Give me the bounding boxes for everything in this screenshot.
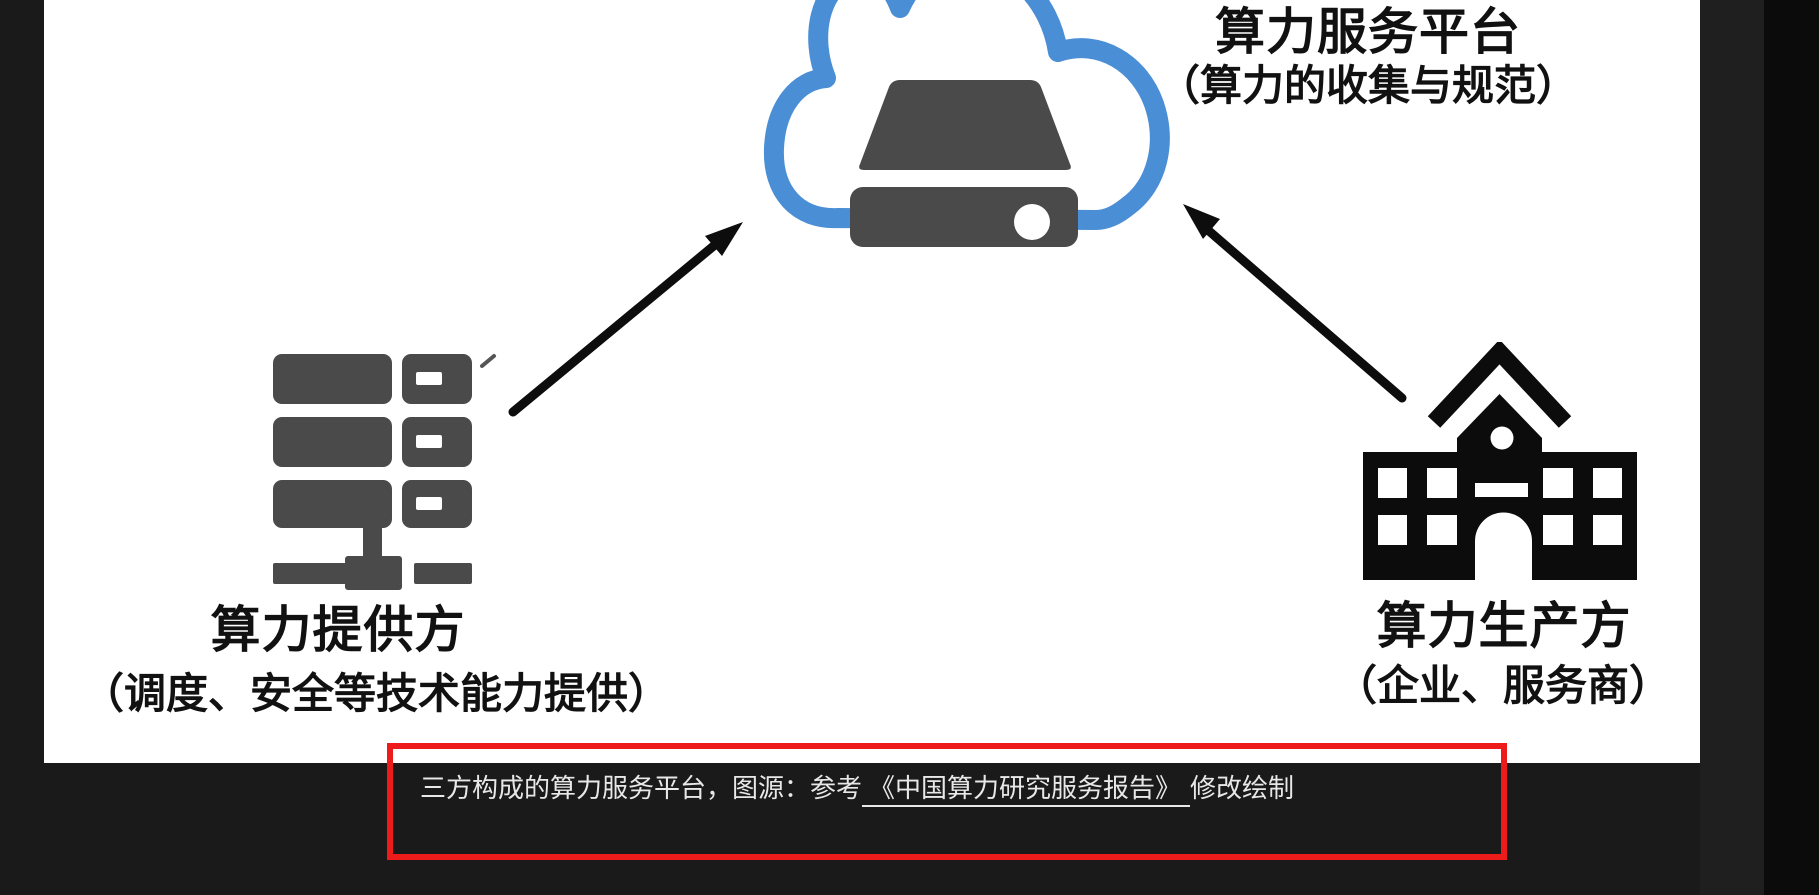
diagram-canvas: 算力服务平台 （算力的收集与规范） 算力提供方 （调度、安全等技术能力提供） 算… xyxy=(44,0,1700,763)
up-right-arrow xyxy=(508,222,743,417)
platform-title: 算力服务平台 xyxy=(1215,4,1521,60)
cloud-server-icon xyxy=(763,0,1170,247)
school-building-icon xyxy=(1363,342,1637,580)
backdrop-right-strip xyxy=(1700,0,1764,895)
stray-tick-mark xyxy=(480,354,496,368)
arrows-layer xyxy=(480,204,1407,417)
producer-subtitle: （企业、服务商） xyxy=(1334,662,1672,709)
server-rack-icon xyxy=(273,354,472,590)
up-left-arrow xyxy=(1183,204,1407,403)
backdrop-right-column xyxy=(1764,0,1819,895)
provider-title: 算力提供方 xyxy=(210,602,466,658)
platform-subtitle: （算力的收集与规范） xyxy=(1157,62,1579,109)
provider-subtitle: （调度、安全等技术能力提供） xyxy=(81,670,671,717)
annotation-box xyxy=(387,743,1507,860)
caption-prefix: 三方构成的算力服务平台，图源：参考 xyxy=(420,773,863,803)
report-link[interactable]: 《中国算力研究服务报告》 xyxy=(862,773,1191,807)
figure-caption: 三方构成的算力服务平台，图源：参考《中国算力研究服务报告》修改绘制 xyxy=(420,771,1295,807)
producer-title: 算力生产方 xyxy=(1376,598,1632,654)
caption-suffix: 修改绘制 xyxy=(1190,773,1295,803)
